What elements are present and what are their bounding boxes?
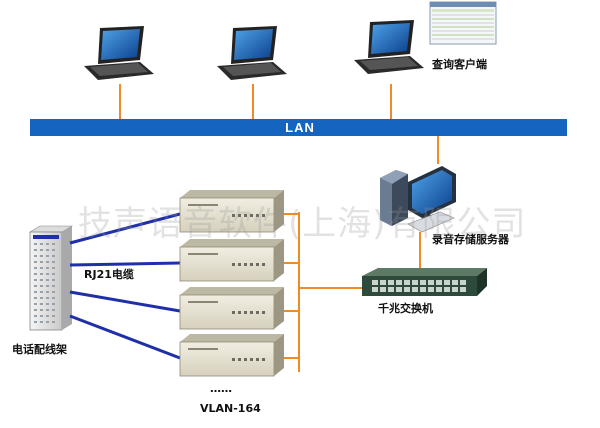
laptop-icon xyxy=(217,26,287,80)
client-screenshot-thumbnail xyxy=(429,1,497,45)
recording-rack-icon xyxy=(179,190,284,233)
ellipsis-label: …… xyxy=(210,382,232,395)
laptop-links xyxy=(119,84,392,119)
recording-rack-icon xyxy=(179,239,284,282)
laptop-icon xyxy=(354,20,424,74)
distribution-frame-label: 电话配线架 xyxy=(12,343,67,356)
rj21-cable-label: RJ21电缆 xyxy=(84,268,134,281)
vlan-device-label: VLAN-164 xyxy=(200,402,261,415)
watermark: 技声语音软件(上海)有限公司 xyxy=(78,204,527,244)
lan-label: LAN xyxy=(285,120,315,135)
query-client-label: 查询客户端 xyxy=(432,58,487,71)
server-tower-icon xyxy=(380,166,456,233)
rj21-cables xyxy=(69,212,181,360)
recording-server-label: 录音存储服务器 xyxy=(432,233,509,246)
distribution-frame-icon xyxy=(28,225,74,331)
network-switch-icon xyxy=(362,268,487,296)
recording-rack-icon xyxy=(179,334,284,377)
lan-bar xyxy=(30,119,567,136)
laptop-icon xyxy=(84,26,154,80)
recording-rack-icon xyxy=(179,287,284,330)
gigabit-switch-label: 千兆交换机 xyxy=(378,302,433,315)
